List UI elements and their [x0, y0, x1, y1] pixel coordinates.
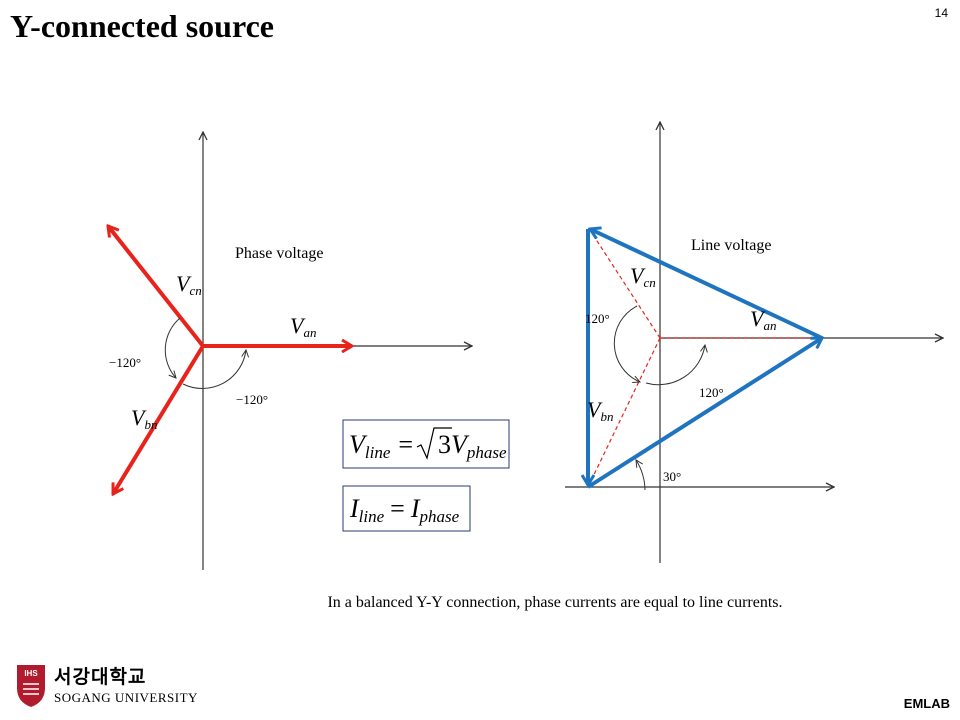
angle-label-upper: 120° [585, 311, 610, 326]
arc-120-upper [613, 305, 640, 382]
line-vbn-label: Vbn [587, 397, 613, 424]
vcn-phasor [108, 226, 205, 348]
phase-voltage-label: Phase voltage [235, 245, 323, 262]
line-vcn-label: Vcn [630, 263, 656, 290]
phase-voltage-diagram: Phase voltage Vcn Van Vbn −120° −120° [108, 132, 472, 570]
arc-minus120-left [164, 317, 181, 378]
vbn-phasor [111, 344, 205, 494]
svg-text:3Vphase: 3Vphase [438, 430, 507, 462]
angle-label-lower: 120° [699, 385, 724, 400]
university-name-english: SOGANG UNIVERSITY [54, 690, 198, 705]
university-logo: IHS 서강대학교 SOGANG UNIVERSITY [14, 662, 214, 712]
line-voltage-label: Line voltage [691, 237, 771, 254]
svg-text:Vline=: Vline= [349, 430, 413, 462]
current-formula: Iline=Iphase [342, 485, 471, 532]
voltage-formula: Vline= 3Vphase [342, 419, 510, 469]
caption-text: In a balanced Y-Y connection, phase curr… [327, 594, 783, 611]
current-formula-box [342, 485, 471, 532]
angle-label-thirty: 30° [663, 469, 681, 484]
sqrt-sign [416, 427, 452, 460]
vcn-label: Vcn [176, 271, 202, 298]
university-name-korean: 서강대학교 [54, 666, 147, 688]
line-van-label: Van [750, 306, 776, 333]
svg-text:IHS: IHS [24, 669, 38, 678]
svg-text:Iline=Iphase: Iline=Iphase [349, 494, 460, 526]
page-title: Y-connected source [10, 8, 274, 44]
voltage-formula-box [342, 419, 510, 469]
crest-icon: IHS [17, 665, 45, 707]
van-label: Van [290, 313, 316, 340]
arc-minus120-bottom [182, 350, 246, 389]
line-voltage-diagram: Line voltage Vcn Van Vbn 120° 120° 30° [565, 122, 943, 563]
slide-number: 14 [934, 6, 948, 20]
line-phasor-bottom [586, 336, 822, 489]
arc-30 [636, 460, 646, 491]
line-phasor-top [590, 229, 823, 340]
vbn-label: Vbn [131, 405, 157, 432]
lab-name: EMLAB [903, 696, 950, 711]
dashed-vcn [587, 226, 661, 339]
arc-120-lower [645, 345, 705, 386]
angle-label-left: −120° [109, 355, 141, 370]
angle-label-bottom: −120° [236, 392, 268, 407]
